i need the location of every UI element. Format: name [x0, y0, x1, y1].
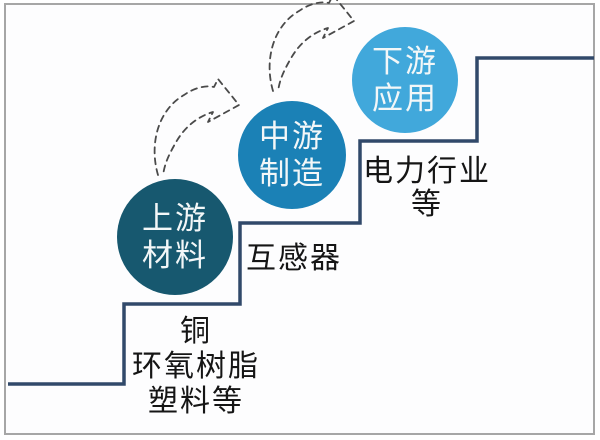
- dashed-curved-arrow-icon: [268, 0, 355, 93]
- stage-circle-upstream-line2: 材料: [142, 238, 208, 273]
- stage-detail-midstream-line1: 互感器: [246, 242, 342, 275]
- stage-detail-midstream: 互感器: [246, 241, 366, 276]
- stage-circle-midstream-line1: 中游: [259, 119, 325, 154]
- stage-circle-downstream: 下游 应用: [352, 27, 458, 133]
- stage-detail-upstream-line3: 塑料等: [148, 385, 244, 418]
- stage-detail-upstream-line2: 环氧树脂: [132, 350, 260, 383]
- stage-detail-downstream: 电力行业 等: [358, 155, 496, 221]
- stage-circle-downstream-line1: 下游: [372, 44, 438, 79]
- stage-circle-upstream: 上游 材料: [117, 179, 233, 295]
- stage-circle-downstream-line2: 应用: [372, 81, 438, 116]
- staircase-line-icon: [8, 56, 594, 386]
- stage-circle-upstream-line1: 上游: [142, 201, 208, 236]
- stage-circle-midstream: 中游 制造: [238, 101, 346, 209]
- stage-circle-midstream-line2: 制造: [259, 156, 325, 191]
- stage-detail-downstream-line2: 等: [411, 188, 443, 221]
- stage-detail-upstream-line1: 铜: [180, 315, 212, 348]
- diagram-frame: [4, 3, 595, 435]
- dashed-curved-arrow-icon: [153, 78, 240, 177]
- stage-detail-downstream-line1: 电力行业: [363, 155, 491, 188]
- stage-detail-upstream: 铜 环氧树脂 塑料等: [88, 314, 304, 419]
